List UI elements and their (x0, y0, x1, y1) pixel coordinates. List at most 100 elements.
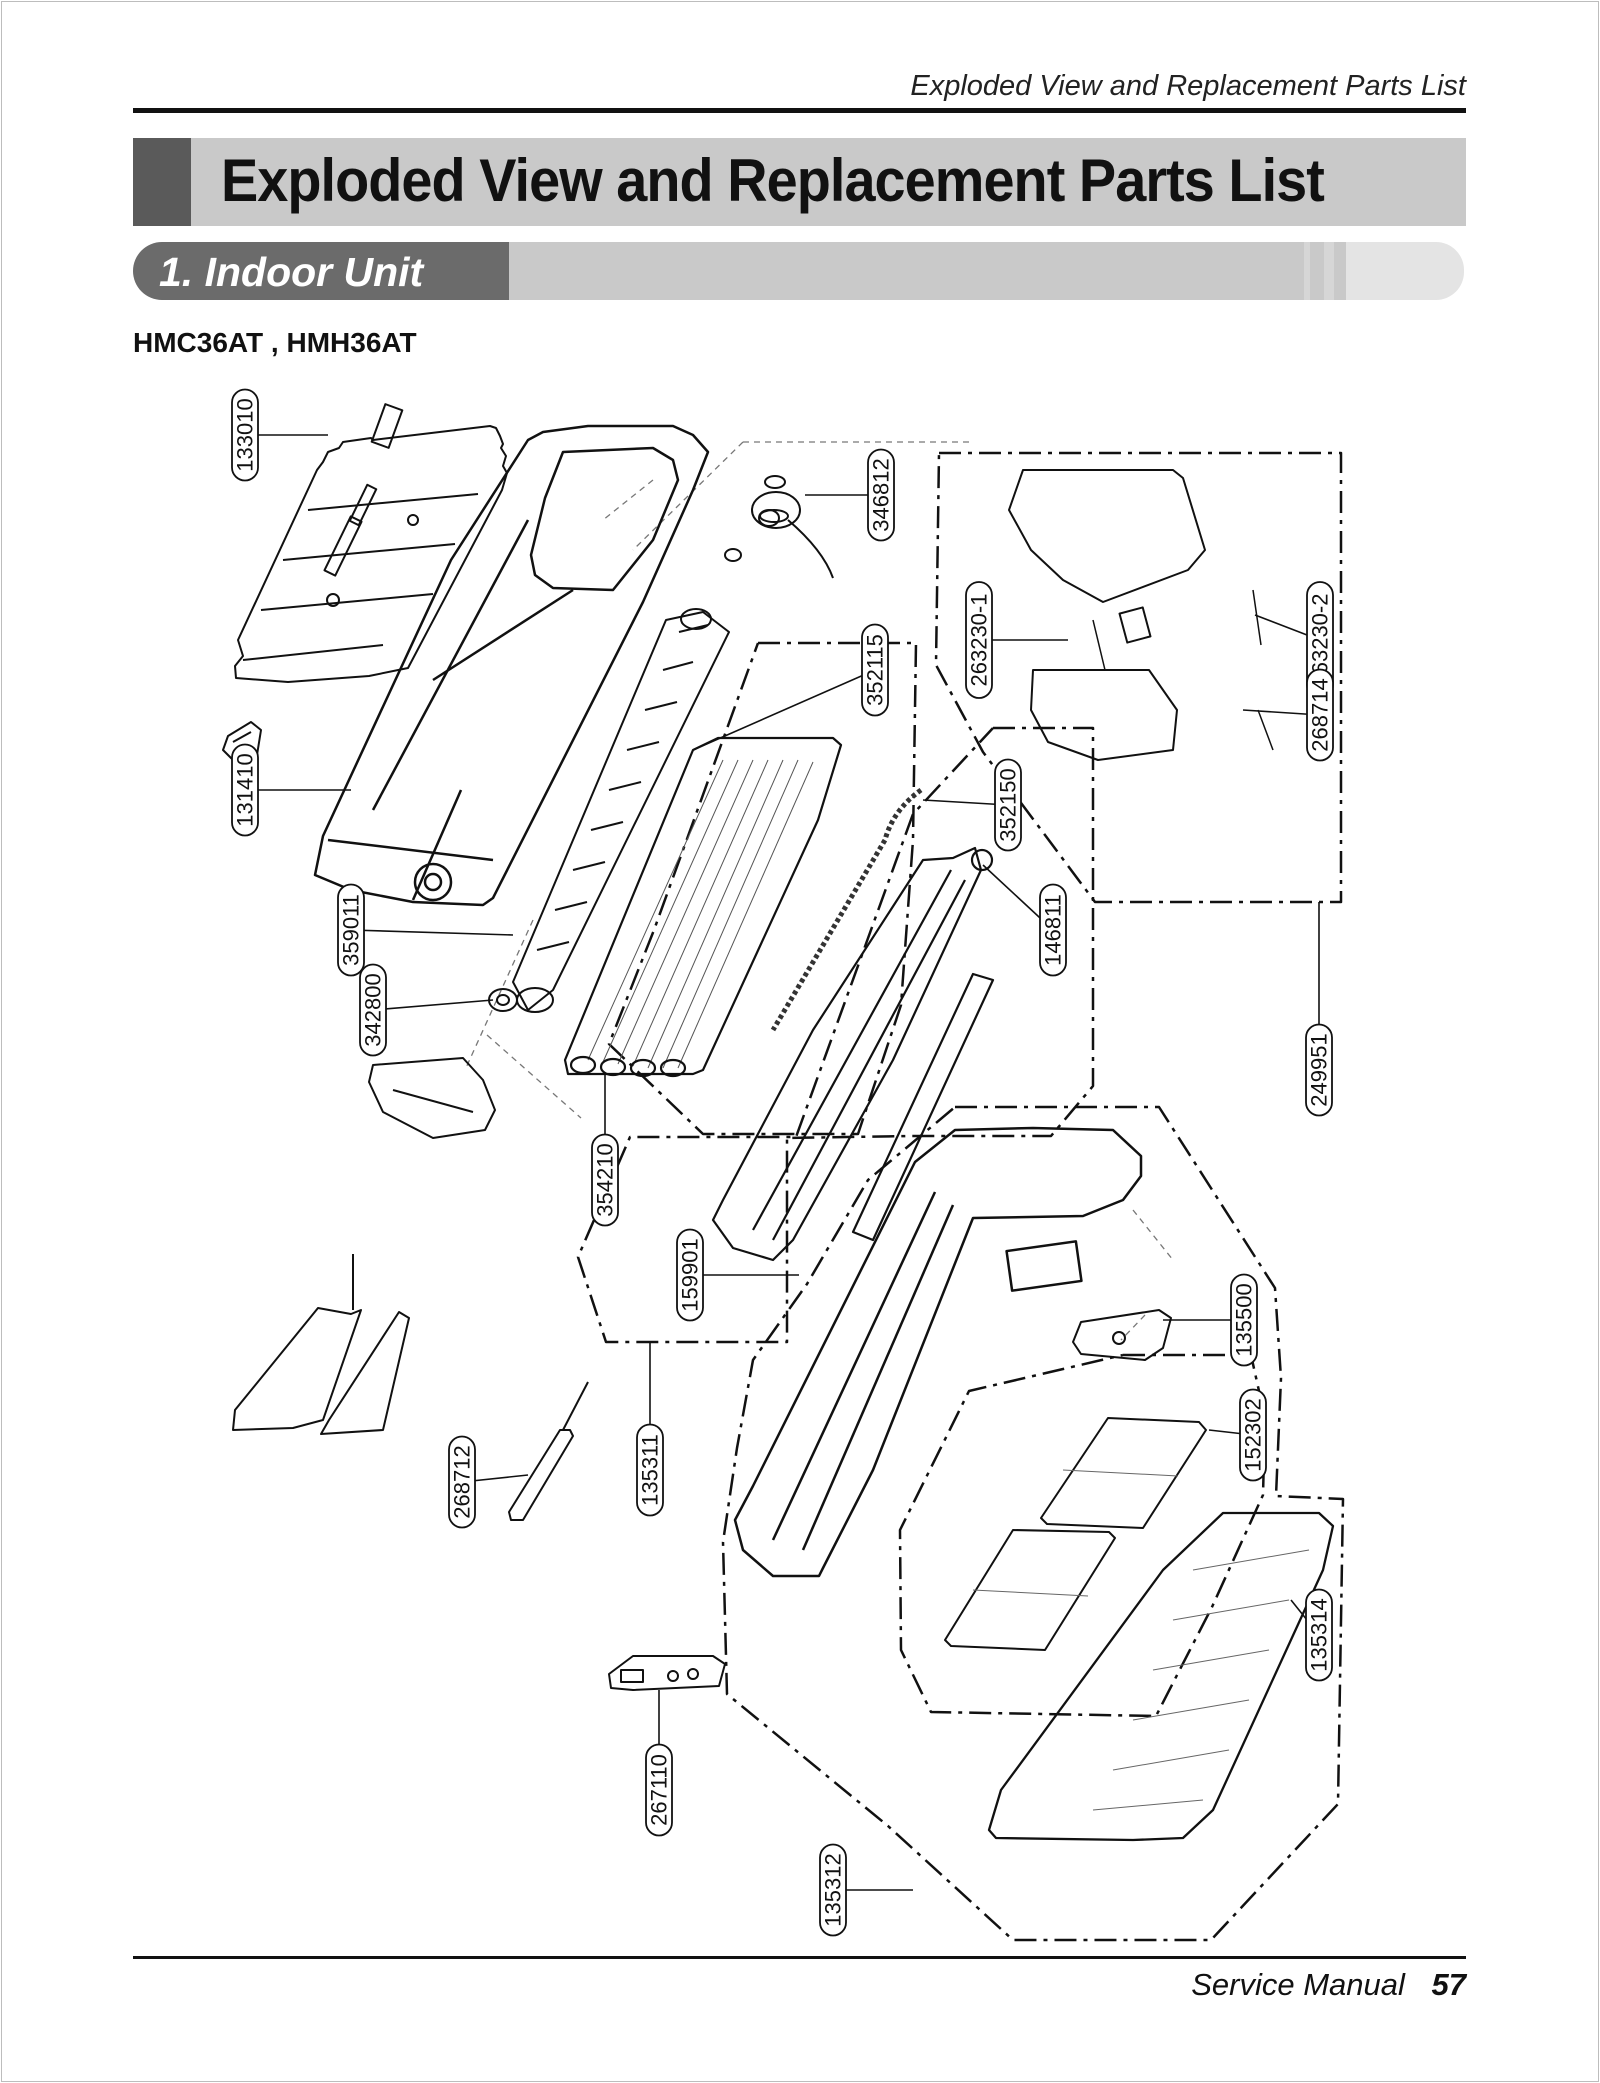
callout-bubble (1305, 1023, 1333, 1117)
part-number: 268714 (1308, 678, 1333, 751)
part-number: 135312 (821, 1853, 846, 1926)
page-title: Exploded View and Replacement Parts List (221, 147, 1325, 214)
title-band: Exploded View and Replacement Parts List (133, 138, 1466, 226)
callout-263230-1: 263230-1 (965, 581, 1068, 699)
footer-rule (133, 1956, 1466, 1959)
callout-bubble (591, 1133, 619, 1227)
callout-bubble (337, 883, 365, 977)
callout-bubble (636, 1423, 664, 1517)
callout-152302: 152302 (1208, 1388, 1267, 1482)
callout-bubble (231, 743, 259, 837)
callout-359011: 359011 (337, 883, 514, 977)
exploded-view-diagram: 133010 131410 359011 342800 346812 352115 3521… (222, 388, 1345, 1942)
remote-control (608, 1655, 726, 1691)
callout-bubble (965, 581, 993, 699)
cover-plate (1072, 1309, 1172, 1361)
section-pill: 1. Indoor Unit (133, 242, 509, 300)
vane-assembly (232, 1254, 410, 1435)
callout-354210: 354210 (591, 1074, 619, 1227)
part-callouts: 133010 131410 359011 342800 346812 352115 3521… (231, 388, 1334, 1937)
callout-135311: 135311 (636, 1342, 664, 1517)
manual-title: Service Manual (1191, 1967, 1405, 2002)
model-label: HMC36AT , HMH36AT (133, 327, 417, 358)
part-number: 135311 (638, 1434, 663, 1506)
part-number: 249951 (1307, 1033, 1332, 1106)
part-number: 268712 (450, 1445, 475, 1518)
part-number: 267110 (647, 1754, 672, 1826)
callout-bubble (1239, 1388, 1267, 1482)
fan-motor (724, 475, 834, 579)
page-number: 57 (1431, 1967, 1466, 2002)
filter (944, 1417, 1207, 1651)
drain-pan-bracket (368, 1057, 496, 1139)
callout-bubble (994, 758, 1022, 852)
callout-bubble (676, 1228, 704, 1322)
section-title: 1. Indoor Unit (159, 249, 424, 295)
callout-bubble (645, 1743, 673, 1837)
running-header: Exploded View and Replacement Parts List (910, 70, 1466, 102)
footer: Service Manual 57 (1191, 1967, 1466, 2003)
part-number: 352115 (863, 634, 888, 706)
group-outline (576, 451, 1345, 1942)
drain-hose (770, 787, 923, 1032)
part-number: 159901 (678, 1238, 703, 1311)
section-decoration (1304, 242, 1464, 300)
callout-bubble (1305, 1588, 1333, 1682)
part-number: 152302 (1241, 1398, 1266, 1471)
leader-line (372, 999, 494, 1011)
callout-bubble (1306, 668, 1334, 762)
callout-bubble (861, 623, 889, 717)
mounting-plate (234, 403, 508, 683)
cross-flow-fan (512, 608, 730, 1013)
chassis (313, 424, 710, 907)
callout-135314: 135314 (1290, 1588, 1333, 1682)
callout-346812: 346812 (805, 448, 895, 542)
front-grille (987, 1511, 1335, 1842)
callout-352150: 352150 (922, 758, 1022, 852)
title-tab (133, 138, 191, 226)
callout-bubble (819, 1843, 847, 1937)
leader-line (922, 799, 1009, 806)
leader-line (350, 929, 514, 936)
leader-line (692, 669, 876, 751)
callout-146811: 146811 (982, 864, 1067, 977)
callout-268714: 268714 (1242, 668, 1334, 762)
part-number: 352150 (996, 768, 1021, 841)
callout-268712: 268712 (448, 1435, 529, 1529)
part-number: 346812 (869, 458, 894, 531)
control-box (1008, 469, 1206, 761)
section-bar (509, 242, 1385, 300)
part-number: 263230-1 (967, 594, 992, 687)
callout-bubble (867, 448, 895, 542)
callout-bubble (448, 1435, 476, 1529)
part-number: 359011 (339, 894, 364, 966)
sensor-board (508, 1381, 589, 1521)
callout-131410: 131410 (231, 743, 351, 837)
part-number: 342800 (361, 973, 386, 1046)
part-number: 133010 (233, 398, 258, 471)
part-number: 131410 (233, 753, 258, 826)
callout-bubble (359, 963, 387, 1057)
callout-159901: 159901 (676, 1228, 799, 1322)
callout-267110: 267110 (645, 1690, 673, 1837)
callout-342800: 342800 (359, 963, 494, 1057)
callout-bubble (231, 388, 259, 482)
part-number: 354210 (593, 1143, 618, 1216)
header-rule (133, 108, 1466, 113)
callout-135500: 135500 (1163, 1273, 1258, 1367)
callout-bubble (1039, 883, 1067, 977)
callout-bubble (1230, 1273, 1258, 1367)
evaporator (563, 736, 843, 1078)
callout-249951: 249951 (1305, 902, 1333, 1117)
section-band: 1. Indoor Unit (133, 242, 1385, 300)
drain-pan (711, 846, 995, 1262)
part-number: 135314 (1307, 1598, 1332, 1671)
callout-352115: 352115 (692, 623, 889, 751)
callout-133010: 133010 (231, 388, 328, 482)
part-number: 135500 (1232, 1283, 1257, 1356)
callout-135312: 135312 (819, 1843, 913, 1937)
bearing (488, 988, 518, 1012)
front-panel (733, 1126, 1143, 1578)
